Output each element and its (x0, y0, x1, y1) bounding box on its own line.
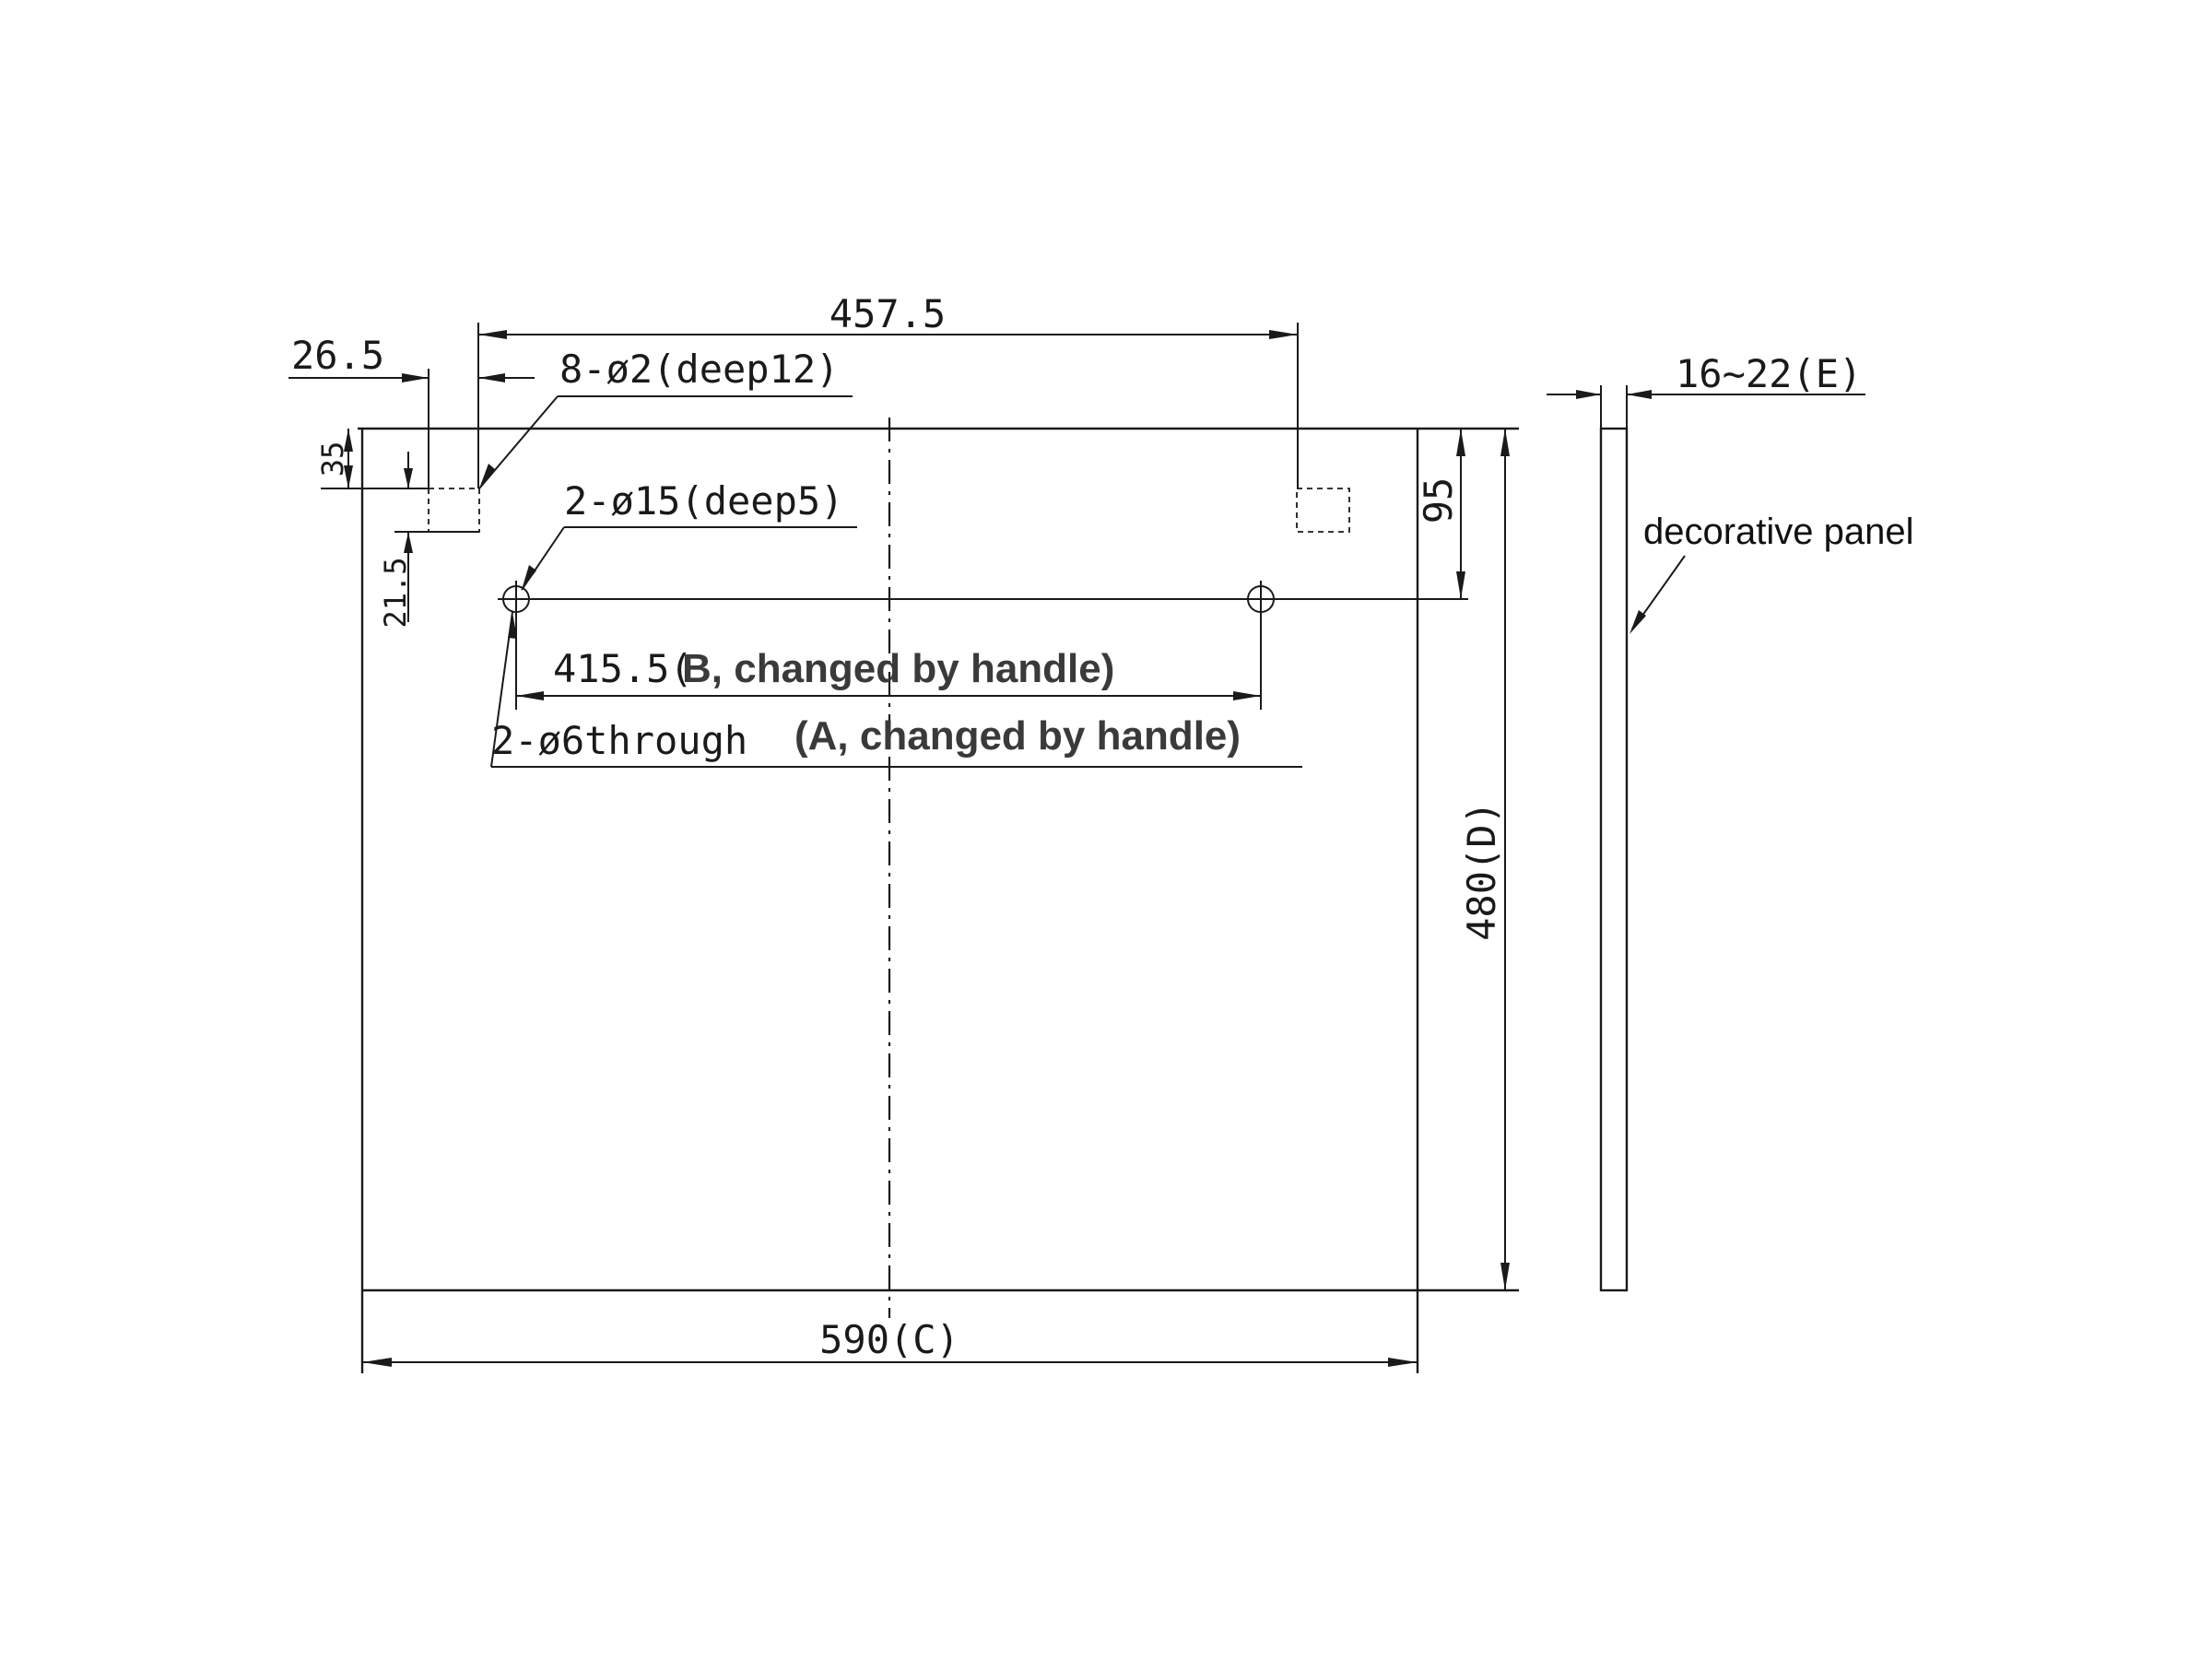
callout-small-holes: 8-ø2(deep12) (478, 347, 853, 489)
small-hole-group-left (428, 488, 480, 533)
dim-21-5-label: 21.5 (378, 557, 413, 628)
dim-480-d-label: 480(D) (1459, 801, 1504, 941)
decorative-panel-label: decorative panel (1643, 512, 1914, 552)
dim-590-c-label: 590(C) (819, 1317, 959, 1362)
dimension-590-c: 590(C) (362, 1317, 1418, 1367)
callout-through-holes: 2-ø6through (A, changed by handle) (490, 611, 1302, 768)
side-panel-outline (1599, 427, 1629, 1292)
dimension-16-22-e: 16~22(E) (1547, 351, 1865, 399)
dim-457-5-label: 457.5 (830, 291, 946, 336)
dim-35-label: 35 (315, 441, 350, 477)
callout-medium-holes-label: 2-ø15(deep5) (564, 478, 843, 524)
callout-through-holes-label: 2-ø6through (491, 718, 747, 763)
front-view: 457.5 26.5 35 21.5 (288, 291, 1519, 1373)
dimension-480-d: 480(D) (1459, 429, 1510, 1290)
small-hole-group-right (1296, 488, 1350, 533)
dim-415-5-value: 415.5( (553, 646, 693, 691)
dimension-26-5: 26.5 (288, 333, 535, 488)
dimension-35: 35 (315, 429, 429, 489)
dimension-95: 95 (1416, 429, 1465, 599)
side-view: 16~22(E) decorative panel (1547, 351, 1914, 1292)
dim-26-5-label: 26.5 (291, 333, 384, 378)
dimension-457-5: 457.5 (477, 291, 1299, 488)
callout-medium-holes: 2-ø15(deep5) (521, 478, 857, 591)
dimension-21-5: 21.5 (378, 531, 479, 629)
dimension-415-5: 415.5( B, changed by handle) (515, 612, 1262, 710)
dim-95-label: 95 (1416, 477, 1461, 524)
callout-small-holes-label: 8-ø2(deep12) (559, 347, 839, 392)
callout-through-holes-note: (A, changed by handle) (794, 713, 1241, 759)
dim-415-5-note: B, changed by handle) (682, 646, 1114, 691)
dim-16-22-e-label: 16~22(E) (1676, 351, 1862, 396)
decorative-panel-callout: decorative panel (1630, 512, 1914, 634)
